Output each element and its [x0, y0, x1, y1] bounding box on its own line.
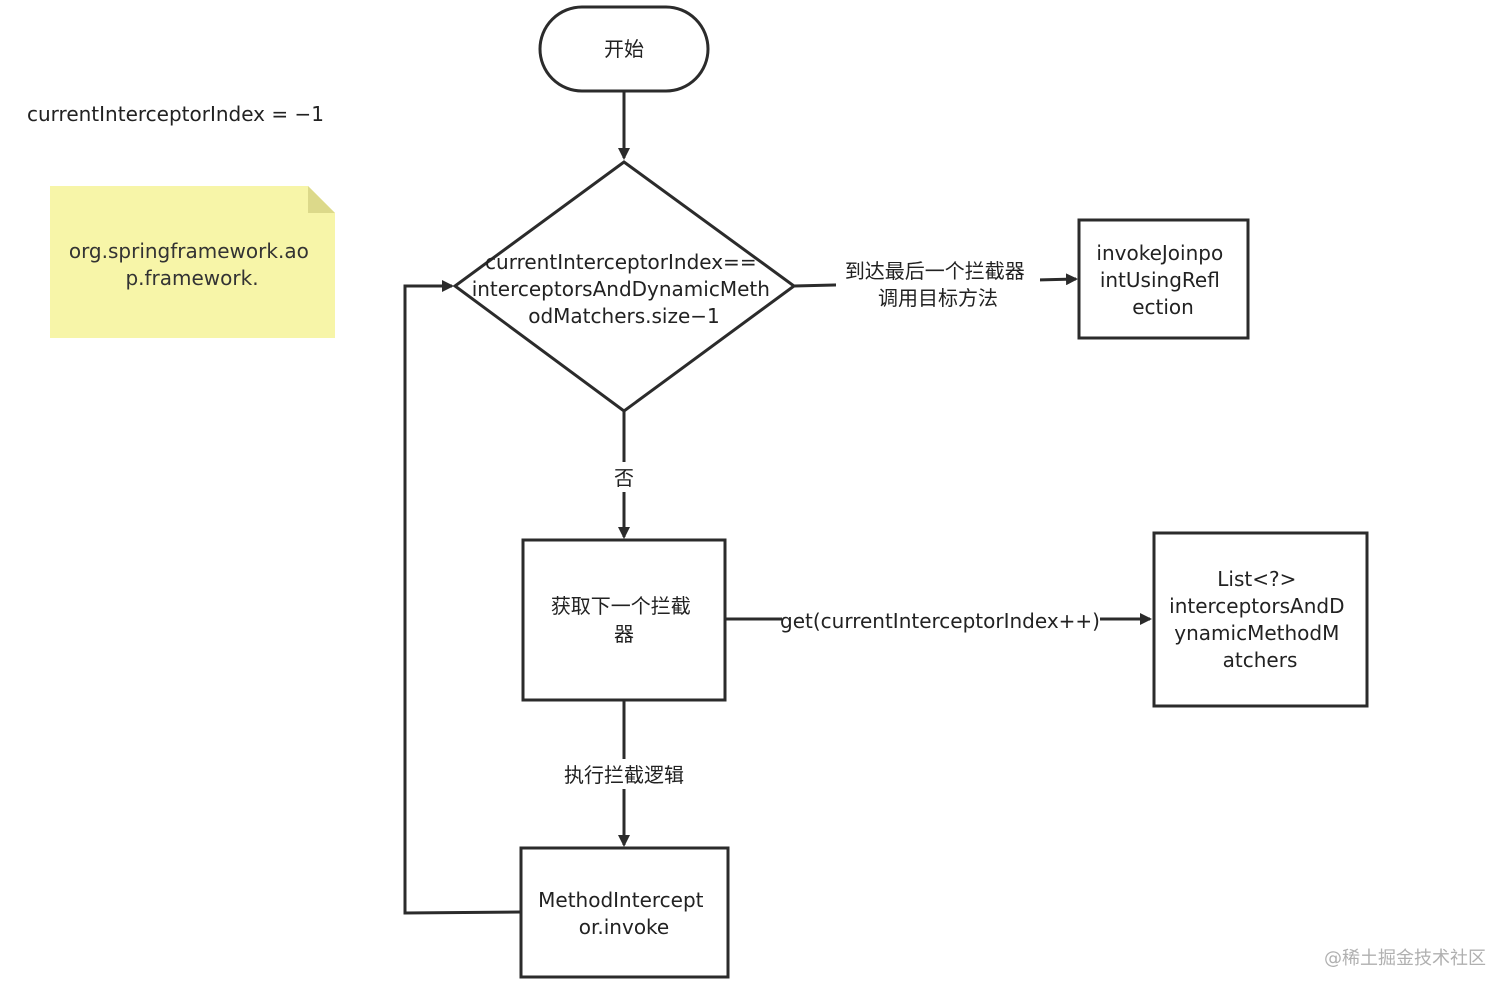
invoke-joinpoint-line: invokeJoinpo [1096, 241, 1223, 265]
edge-label-execute: 执行拦截逻辑 [556, 759, 692, 789]
edge-label-to-target-line: 调用目标方法 [878, 286, 998, 310]
edge-label-to-target-line: 到达最后一个拦截器 [845, 259, 1025, 283]
interceptor-list-line: ynamicMethodM [1174, 621, 1339, 645]
interceptor-list-label: List<?> interceptorsAndD ynamicMethodM a… [1169, 567, 1351, 672]
edge-label-no-text: 否 [614, 466, 634, 490]
sticky-note-text: org.springframework.ao p.framework. [69, 239, 315, 290]
edge-label-get-call: get(currentInterceptorIndex++) [780, 604, 1100, 634]
interceptor-list-box [1152, 531, 1369, 708]
decision-line: interceptorsAndDynamicMeth [472, 277, 770, 301]
edge-label-to-target: 到达最后一个拦截器 调用目标方法 [836, 257, 1040, 313]
sticky-note: org.springframework.ao p.framework. [50, 186, 335, 338]
get-next-box [521, 538, 727, 702]
invoke-joinpoint-box [1077, 218, 1250, 340]
edge-label-execute-bg [556, 759, 692, 789]
start-label: 开始 [604, 37, 644, 61]
invoke-joinpoint-line: intUsingRefl [1100, 268, 1220, 292]
edge-label-get-call-bg [782, 604, 1100, 634]
interceptor-list-line: List<?> [1217, 567, 1296, 591]
decision-line: currentInterceptorIndex== [485, 250, 757, 274]
sticky-note-body [50, 186, 335, 338]
decision-line: odMatchers.size−1 [528, 304, 720, 328]
node-start: 开始 [538, 5, 710, 93]
get-next-line: 器 [614, 622, 634, 646]
invoke-joinpoint-label: invokeJoinpo intUsingRefl ection [1096, 241, 1229, 319]
node-get-next: 获取下一个拦截 器 [521, 538, 727, 702]
get-next-label: 获取下一个拦截 器 [551, 594, 697, 646]
method-invoke-label: MethodIntercept or.invoke [538, 888, 710, 939]
node-method-invoke: MethodIntercept or.invoke [519, 846, 730, 979]
edge-label-no: 否 [610, 462, 638, 492]
sticky-note-line: p.framework. [125, 266, 258, 290]
decision-label: currentInterceptorIndex== interceptorsAn… [472, 250, 777, 328]
edge-label-get-call-text: get(currentInterceptorIndex++) [780, 609, 1100, 633]
node-decision: currentInterceptorIndex== interceptorsAn… [452, 160, 797, 413]
variable-init-text: currentInterceptorIndex = −1 [27, 102, 324, 126]
edge-label-execute-line: 执行拦截逻辑 [564, 763, 684, 787]
node-interceptor-list: List<?> interceptorsAndD ynamicMethodM a… [1152, 531, 1369, 708]
edge-label-get-call-line: get(currentInterceptorIndex++) [780, 609, 1100, 633]
interceptor-list-line: interceptorsAndD [1169, 594, 1344, 618]
invoke-joinpoint-line: ection [1132, 295, 1194, 319]
edge-label-execute-text: 执行拦截逻辑 [564, 763, 684, 787]
method-invoke-line: MethodIntercept [538, 888, 704, 912]
method-invoke-box [519, 846, 730, 979]
interceptor-list-line: atchers [1223, 648, 1298, 672]
edge-method-invoke-loop-back [403, 280, 522, 915]
node-invoke-joinpoint: invokeJoinpo intUsingRefl ection [1077, 218, 1250, 340]
edge-label-no-bg [610, 462, 638, 492]
method-invoke-line: or.invoke [579, 915, 669, 939]
watermark-text: @稀土掘金技术社区 [1324, 948, 1486, 969]
sticky-note-fold [308, 186, 335, 213]
decision-diamond [452, 160, 797, 413]
start-terminator [538, 5, 710, 93]
sticky-note-line: org.springframework.ao [69, 239, 309, 263]
start-line: 开始 [604, 37, 644, 61]
get-next-line: 获取下一个拦截 [551, 594, 691, 618]
edge-label-to-target-bg [836, 257, 1040, 313]
edge-label-no-line: 否 [614, 466, 634, 490]
edge-label-to-target-text: 到达最后一个拦截器 调用目标方法 [845, 259, 1031, 310]
